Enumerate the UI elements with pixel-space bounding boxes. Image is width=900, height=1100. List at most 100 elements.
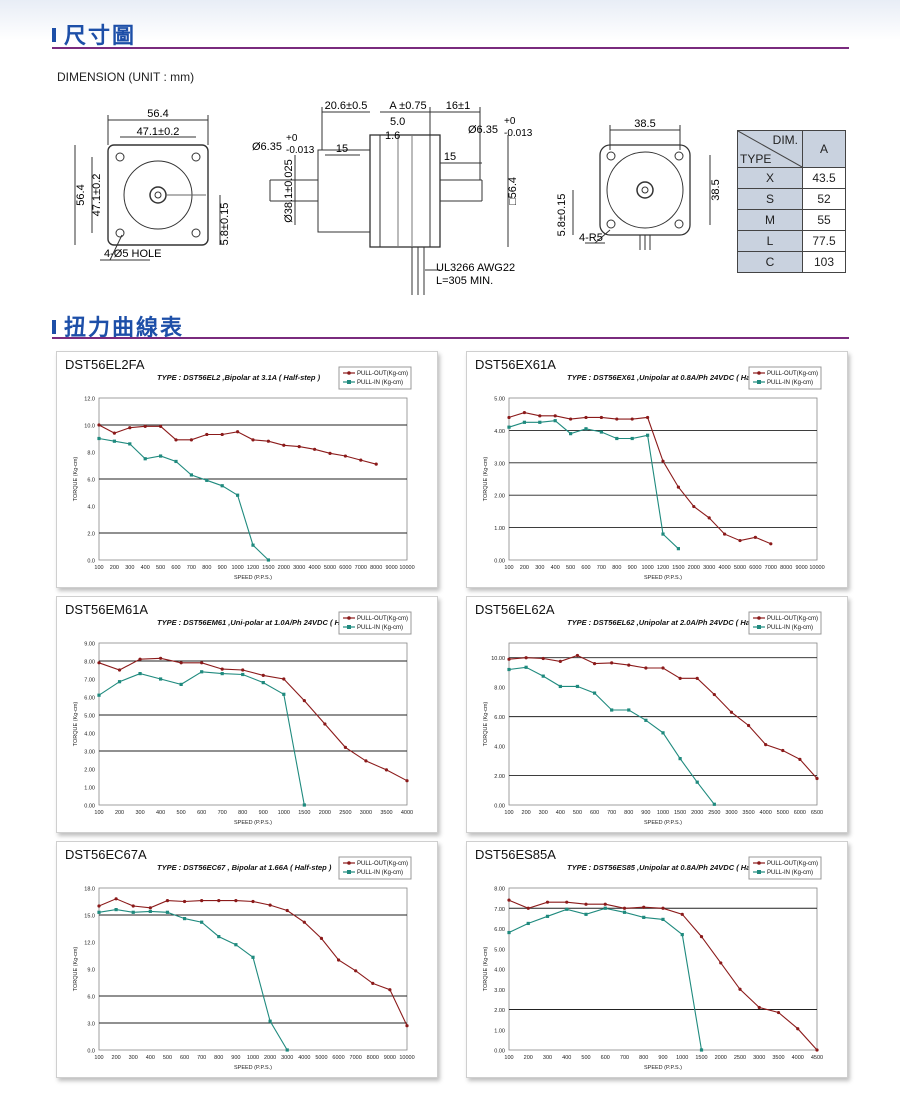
x-tick-label: 1500 — [672, 565, 684, 571]
data-point-pull-in — [644, 718, 648, 722]
data-point-pull-out — [374, 462, 378, 466]
data-point-pull-out — [189, 438, 193, 442]
y-axis-label: TORQUE (Kg-cm) — [73, 947, 79, 992]
data-point-pull-out — [615, 417, 619, 421]
data-point-pull-in — [143, 457, 147, 461]
chart-legend: PULL-OUT(Kg-cm)PULL-IN (Kg-cm) — [338, 856, 412, 880]
chart-panel-title: DST56ES85A — [475, 847, 556, 862]
data-point-pull-out — [746, 723, 751, 728]
data-point-pull-out — [678, 676, 682, 680]
x-tick-label: 1500 — [262, 565, 274, 571]
x-tick-label: 2000 — [691, 810, 703, 816]
y-tick-label: 3.00 — [494, 988, 505, 994]
data-point-pull-out — [538, 414, 542, 418]
x-tick-label: 200 — [115, 810, 124, 816]
x-tick-label: 9000 — [385, 565, 397, 571]
data-point-pull-out — [112, 431, 116, 435]
data-point-pull-out — [603, 902, 607, 906]
y-tick-label: 5.00 — [84, 714, 95, 720]
x-tick-label: 3500 — [742, 810, 754, 816]
y-tick-label: 2.00 — [494, 774, 505, 780]
data-point-pull-out — [757, 1005, 761, 1010]
legend-label: PULL-OUT(Kg-cm) — [357, 371, 408, 377]
y-tick-label: 6.00 — [494, 927, 505, 933]
data-point-pull-in — [603, 906, 607, 910]
x-tick-label: 700 — [597, 565, 606, 571]
series-line-pull-out — [98, 657, 408, 782]
x-tick-label: 3000 — [360, 810, 372, 816]
data-point-pull-out — [200, 899, 204, 903]
data-point-pull-in — [217, 935, 221, 939]
data-point-pull-out — [241, 668, 245, 672]
x-tick-label: 600 — [601, 1055, 610, 1061]
torque-chart: TYPE : DST56EL2 ,Bipolar at 3.1A ( Half-… — [73, 366, 415, 581]
data-point-pull-out — [138, 657, 142, 661]
series-line-pull-in — [98, 437, 269, 561]
dimension-table-head-dim: DIM. — [772, 133, 798, 147]
data-point-pull-in — [592, 691, 597, 695]
data-point-pull-out — [174, 438, 178, 442]
data-point-pull-out — [405, 1024, 409, 1028]
data-point-pull-out — [622, 906, 627, 910]
data-point-pull-in — [627, 708, 631, 712]
front-height-outer: 56.4 — [75, 184, 87, 205]
chart-panel-title: DST56EC67A — [65, 847, 147, 862]
y-tick-label: 12.0 — [84, 941, 95, 947]
x-tick-label: 400 — [551, 565, 560, 571]
y-axis-label: TORQUE (Kg-cm) — [73, 457, 79, 502]
data-point-pull-out — [584, 415, 588, 420]
data-point-pull-out — [128, 426, 132, 430]
data-point-pull-out — [285, 908, 289, 913]
data-point-pull-out — [302, 699, 306, 703]
chart-legend: PULL-OUT(Kg-cm)PULL-IN (Kg-cm) — [338, 366, 412, 390]
x-tick-label: 7000 — [355, 565, 367, 571]
chart-title: TYPE : DST56EM61 ,Uni-polar at 1.0A/Ph 2… — [157, 618, 372, 627]
side-square: □56.4 — [507, 177, 519, 205]
x-tick-label: 6000 — [339, 565, 351, 571]
x-tick-label: 500 — [177, 810, 186, 816]
table-cell-type: X — [737, 167, 803, 189]
side-dim-2: A ±0.75 — [389, 100, 426, 112]
side-cable-2: L=305 MIN. — [436, 275, 493, 287]
data-point-pull-in — [220, 672, 224, 676]
data-point-pull-out — [371, 981, 375, 985]
data-point-pull-in — [302, 803, 306, 807]
data-point-pull-out — [592, 662, 597, 666]
data-point-pull-out — [695, 676, 699, 680]
x-tick-label: 700 — [218, 810, 227, 816]
y-tick-label: 8.00 — [494, 686, 505, 692]
data-point-pull-in — [200, 670, 204, 674]
data-point-pull-out — [165, 899, 170, 903]
x-tick-label: 100 — [504, 1055, 513, 1061]
x-tick-label: 100 — [94, 810, 103, 816]
data-point-pull-in — [575, 684, 580, 689]
x-tick-label: 700 — [620, 1055, 629, 1061]
legend-marker — [757, 861, 761, 865]
data-point-pull-out — [266, 439, 270, 443]
data-point-pull-in — [251, 543, 255, 547]
data-point-pull-in — [553, 419, 557, 423]
data-point-pull-in — [266, 558, 270, 562]
x-tick-label: 1000 — [676, 1055, 688, 1061]
data-point-pull-in — [545, 914, 550, 918]
legend-marker — [347, 616, 351, 620]
data-point-pull-out — [707, 516, 711, 520]
x-tick-label: 8000 — [370, 565, 382, 571]
chart-title: TYPE : DST56EL2 ,Bipolar at 3.1A ( Half-… — [157, 373, 321, 382]
y-axis-label: TORQUE (Kg-cm) — [483, 947, 489, 992]
data-point-pull-out — [268, 903, 272, 907]
x-tick-label: 700 — [197, 1055, 206, 1061]
dimension-table-corner: DIM. TYPE — [737, 130, 803, 168]
x-tick-label: 700 — [187, 565, 196, 571]
dimension-heading: 尺寸圖 — [64, 24, 137, 49]
data-point-pull-out — [545, 900, 550, 904]
x-tick-label: 300 — [125, 565, 134, 571]
data-point-pull-out — [723, 532, 727, 536]
x-axis-label: SPEED (P.P.S.) — [644, 575, 682, 581]
chart-legend: PULL-OUT(Kg-cm)PULL-IN (Kg-cm) — [338, 611, 412, 635]
x-tick-label: 600 — [180, 1055, 189, 1061]
x-tick-label: 7000 — [765, 565, 777, 571]
